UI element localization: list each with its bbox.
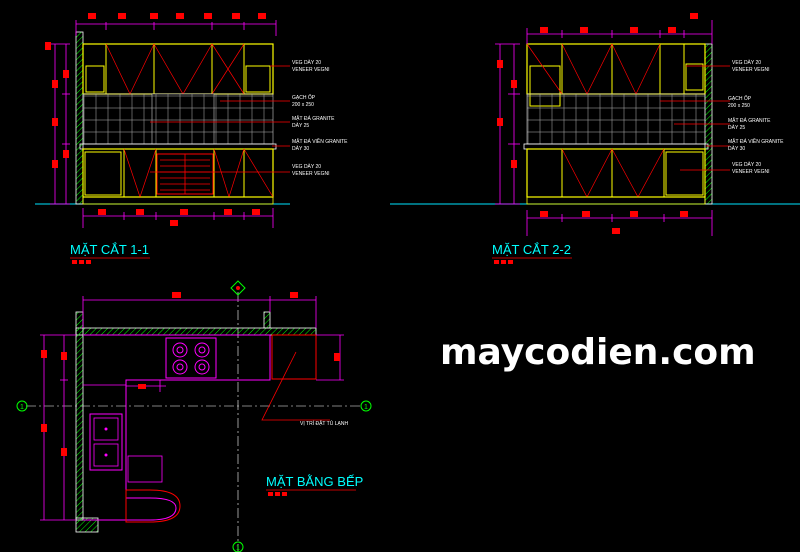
plan-wall-left	[75, 311, 84, 521]
section-2-2-note-7: MẶT ĐÁ VIỀN GRANITE	[728, 138, 784, 145]
svg-text:1: 1	[236, 545, 240, 552]
section-1-1-note-4: 200 x 250	[292, 102, 314, 108]
section-1-1-wall	[75, 31, 84, 205]
plan-axis-marker-bottom: 1	[232, 541, 244, 552]
section-2-2-elevation: VEG DÀY 20 VENEER VEGNI GẠCH ỐP 200 x 25…	[390, 13, 800, 264]
section-1-1-note-10: VENEER VEGNI	[292, 171, 330, 177]
plan-cooktop	[165, 337, 217, 379]
section-2-2-note-9: VEG DÀY 20	[732, 161, 761, 168]
section-2-2-dimension-top	[526, 20, 713, 44]
section-2-2-note-1: VEG DÀY 20	[732, 59, 761, 66]
section-1-1-note-5: MẶT ĐÁ GRANITE	[292, 115, 335, 122]
plan-axis-marker-right: 1	[360, 400, 372, 412]
svg-text:1: 1	[20, 404, 24, 411]
plan-wall-corner	[75, 517, 99, 533]
kitchen-plan: 1 1 1 VỊ TR	[16, 280, 372, 552]
section-2-2-title: MẶT CẮT 2-2	[492, 242, 571, 257]
section-1-1-note-3: GẠCH ỐP	[292, 94, 316, 101]
plan-counter-outline	[83, 334, 271, 521]
section-2-2-dimension-bottom	[526, 210, 713, 236]
section-2-2-note-5: MẶT ĐÁ GRANITE	[728, 117, 771, 124]
section-1-1-note-2: VENEER VEGNI	[292, 67, 330, 73]
section-2-2-tile-splashback	[526, 93, 706, 145]
section-1-1-dimension-top	[75, 20, 277, 36]
plan-title: MẶT BẰNG BẾP	[266, 474, 363, 489]
plan-fridge-location	[271, 334, 317, 380]
section-2-2-note-3: GẠCH ỐP	[728, 95, 752, 102]
plan-wall-top	[75, 327, 317, 336]
section-2-2-countertop	[523, 143, 709, 150]
section-2-2-note-2: VENEER VEGNI	[732, 67, 770, 73]
plan-axis-marker-left: 1	[16, 400, 28, 412]
section-2-2-note-6: DÀY 25	[728, 124, 745, 131]
section-1-1-note-8: DÀY 30	[292, 145, 309, 152]
section-1-1-note-7: MẶT ĐÁ VIỀN GRANITE	[292, 138, 348, 145]
section-1-1-title: MẶT CẮT 1-1	[70, 242, 149, 257]
section-1-1-note-6: DÀY 25	[292, 122, 309, 129]
plan-dishwasher	[127, 455, 163, 483]
svg-text:1: 1	[364, 404, 368, 411]
section-2-2-upper-cabinets	[526, 43, 706, 95]
section-1-1-note-9: VEG DÀY 20	[292, 163, 321, 170]
section-1-1-note-1: VEG DÀY 20	[292, 59, 321, 66]
plan-dimension-top	[82, 296, 317, 328]
plan-axis-marker-top	[230, 280, 246, 296]
section-1-1-dimension-bottom	[82, 208, 274, 228]
section-2-2-note-4: 200 x 250	[728, 103, 750, 109]
plan-fridge-note: VỊ TRÍ ĐẶT TỦ LẠNH	[300, 420, 348, 427]
plan-sink	[89, 413, 123, 471]
section-1-1-countertop	[79, 143, 277, 150]
section-2-2-note-10: VENEER VEGNI	[732, 169, 770, 175]
section-2-2-note-8: DÀY 30	[728, 145, 745, 152]
watermark-text: maycodien.com	[440, 332, 756, 373]
section-1-1-elevation: VEG DÀY 20 VENEER VEGNI GẠCH ỐP 200 x 25…	[35, 13, 348, 264]
